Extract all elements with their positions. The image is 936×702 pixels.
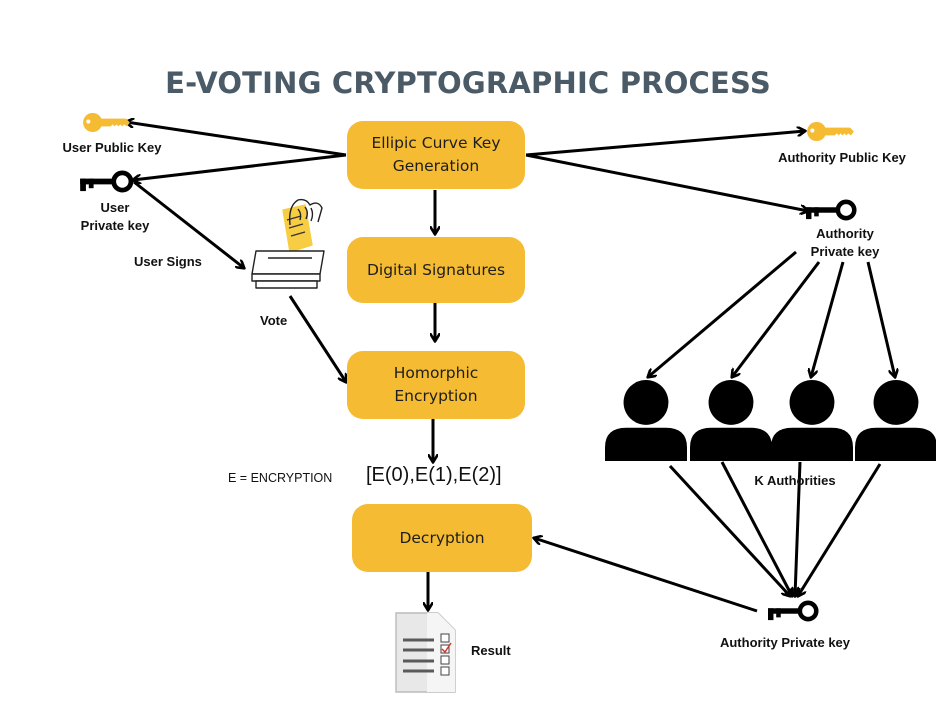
edge-authority-key-to-authority-1	[648, 250, 797, 377]
authority-3-person-icon	[771, 379, 853, 461]
edge-authority-key-to-authority-3	[811, 261, 845, 377]
authority-private-key-icon	[806, 202, 854, 219]
user-signs-label: User Signs	[134, 254, 202, 269]
step-digital-signatures-label: Digital Signatures	[366, 260, 506, 279]
user-private-key-label-line1: User	[100, 200, 130, 215]
authority-public-key-icon	[807, 121, 854, 142]
result-label: Result	[471, 643, 511, 658]
step-homomorphic-line2: Encryption	[394, 387, 478, 405]
step-key-generation: Ellipic Curve Key Generation	[347, 121, 525, 189]
ballot-box-icon	[251, 198, 325, 289]
edge-keygen-to-authority-public-key	[525, 131, 805, 157]
edge-user-private-key-to-ballot	[133, 180, 244, 268]
user-private-key-label-line2: Private key	[80, 218, 150, 233]
step-decryption: Decryption	[352, 504, 532, 572]
authority-private-key-label-line1: Authority	[816, 226, 874, 241]
edge-ballot-to-homomorphic	[288, 295, 346, 382]
checklist-document-icon	[395, 612, 456, 693]
authority-4-person-icon	[855, 379, 936, 461]
edge-authority-3-to-bottom-key	[795, 461, 802, 596]
edge-keygen-to-user-public-key	[126, 122, 347, 157]
vote-label: Vote	[260, 313, 288, 328]
edge-authority-4-to-bottom-key	[798, 463, 882, 596]
authority-private-key-label: Authority Private key	[790, 225, 900, 261]
authority-2-person-icon	[690, 379, 772, 461]
step-key-generation-line2: Generation	[392, 157, 480, 175]
edge-bottom-key-to-decryption	[534, 538, 758, 613]
step-homomorphic-line1: Homorphic	[393, 364, 479, 382]
edge-authority-key-to-authority-4	[866, 261, 895, 377]
edge-keygen-to-authority-private-key	[525, 153, 808, 211]
edge-authority-2-to-bottom-key	[720, 461, 792, 596]
edge-authority-key-to-authority-2	[732, 261, 821, 377]
user-private-key-label: User Private key	[70, 199, 160, 235]
user-public-key-label: User Public Key	[62, 140, 162, 155]
authority-public-key-label: Authority Public Key	[778, 150, 906, 165]
authority-private-key-bottom-label: Authority Private key	[719, 635, 851, 650]
authority-1-person-icon	[605, 379, 687, 461]
step-homomorphic-encryption: Homorphic Encryption	[347, 351, 525, 419]
diagram-title: E-VOTING CRYPTOGRAPHIC PROCESS	[165, 66, 771, 100]
encryption-legend: E = ENCRYPTION	[228, 471, 333, 485]
edge-keygen-to-user-private-key	[133, 153, 347, 180]
step-digital-signatures: Digital Signatures	[347, 237, 525, 303]
user-public-key-icon	[83, 112, 130, 133]
encrypted-vote-vector: [E(0),E(1),E(2)]	[366, 464, 502, 486]
user-private-key-icon	[80, 173, 131, 191]
step-key-generation-line1: Ellipic Curve Key	[371, 134, 501, 152]
authority-private-key-bottom-icon	[768, 603, 816, 620]
edge-authority-1-to-bottom-key	[668, 464, 790, 596]
k-authorities-label: K Authorities	[754, 473, 836, 488]
authority-private-key-label-line2: Private key	[810, 244, 880, 259]
step-decryption-label: Decryption	[399, 528, 485, 547]
